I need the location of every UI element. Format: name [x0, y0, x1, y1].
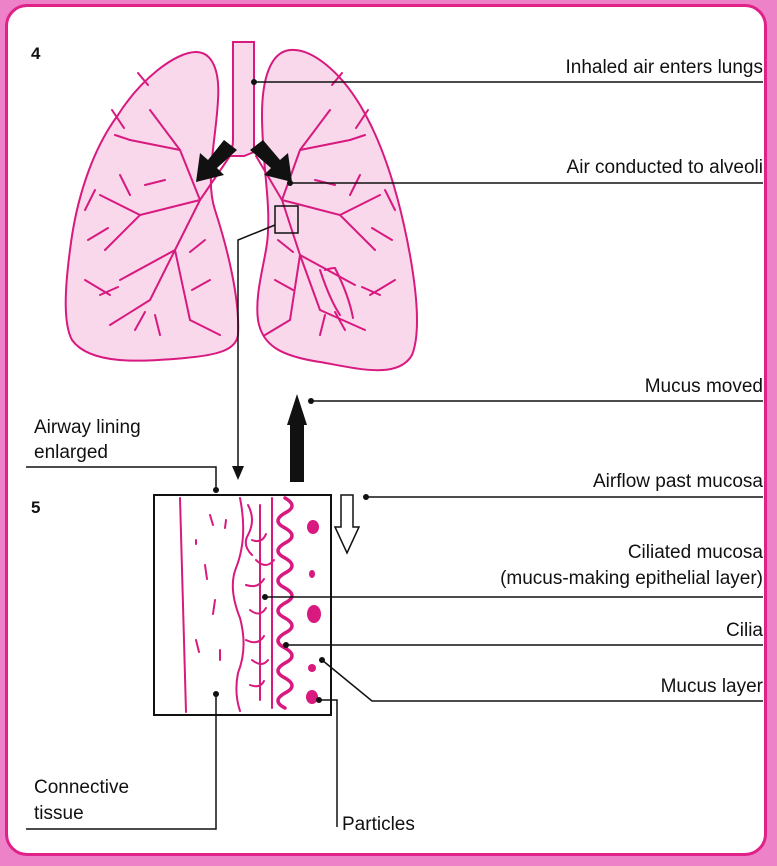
airflow-down-arrow: [335, 495, 359, 553]
label-air-conducted: Air conducted to alveoli: [567, 156, 763, 179]
label-ciliated-mucosa: Ciliated mucosa: [628, 541, 763, 564]
trachea: [228, 42, 254, 156]
label-particles: Particles: [342, 813, 415, 836]
label-mucus-layer: Mucus layer: [661, 675, 763, 698]
label-airway-enlarged: enlarged: [34, 441, 108, 464]
panel-number-lining: 5: [31, 496, 40, 519]
label-airway-lining: Airway lining: [34, 416, 141, 439]
lining-cross-section: [154, 495, 331, 715]
label-inhaled-air: Inhaled air enters lungs: [565, 56, 763, 79]
label-mucus-making-layer: (mucus-making epithelial layer): [500, 567, 763, 590]
enlarge-connector-arrowhead: [232, 466, 244, 480]
label-airflow-past-mucosa: Airflow past mucosa: [593, 470, 763, 493]
panel-number-lungs: 4: [31, 42, 40, 65]
right-lung: [257, 50, 417, 370]
label-mucus-moved: Mucus moved: [645, 375, 763, 398]
label-cilia: Cilia: [726, 619, 763, 642]
label-tissue: tissue: [34, 802, 84, 825]
left-lung: [66, 52, 238, 361]
label-connective: Connective: [34, 776, 129, 799]
lungs-illustration: [66, 42, 417, 370]
mucus-moved-arrow: [287, 394, 307, 482]
